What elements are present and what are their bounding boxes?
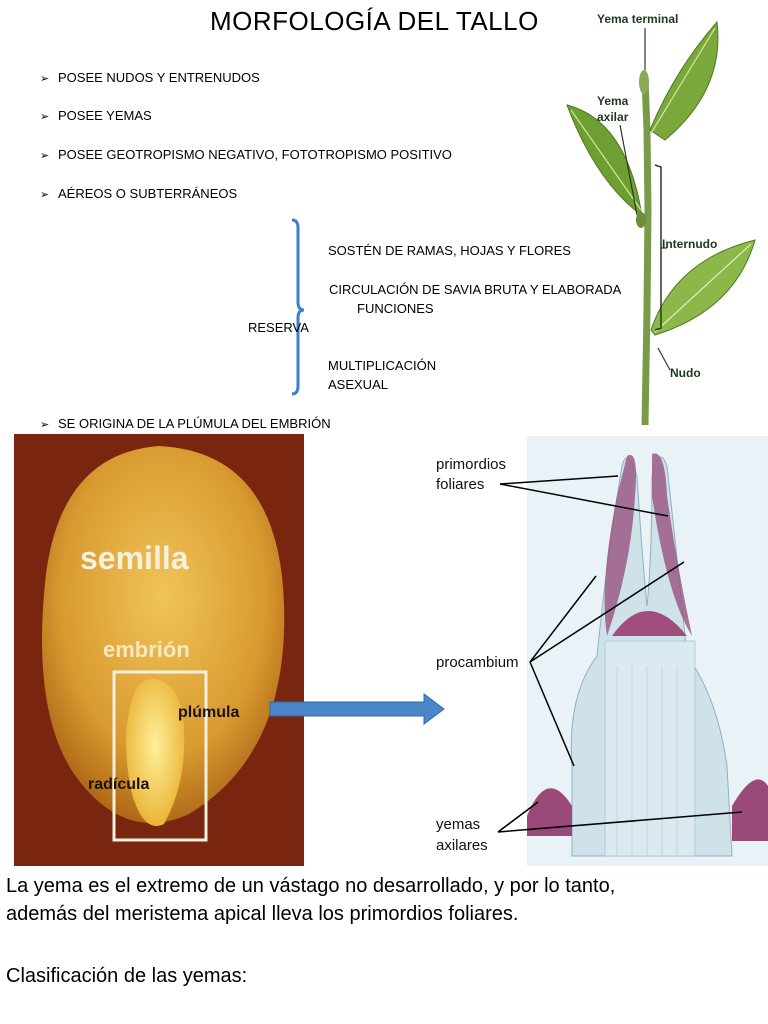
arrow-bullet-icon: ➢ bbox=[40, 150, 50, 162]
histology-pointers bbox=[497, 475, 743, 833]
paragraph-line: La yema es el extremo de un vástago no d… bbox=[6, 875, 616, 897]
bullet-item: ➢AÉREOS O SUBTERRÁNEOS bbox=[40, 186, 238, 201]
paragraph-line: además del meristema apical lleva los pr… bbox=[6, 903, 519, 925]
page-title: MORFOLOGÍA DEL TALLO bbox=[210, 6, 539, 36]
function-item: RESERVA bbox=[248, 320, 309, 335]
label-axilares: axilares bbox=[436, 837, 488, 854]
label-radicula: radícula bbox=[88, 776, 150, 793]
bracket-icon bbox=[291, 218, 305, 396]
label-procambium: procambium bbox=[436, 654, 519, 671]
label-nudo: Nudo bbox=[670, 366, 701, 380]
label-internudo: Internudo bbox=[662, 237, 718, 251]
label-yema-terminal: Yema terminal bbox=[597, 12, 679, 26]
section-heading: Clasificación de las yemas: bbox=[6, 965, 248, 987]
right-arrow-icon bbox=[269, 693, 445, 725]
functions-label: FUNCIONES bbox=[357, 301, 434, 316]
bullet-item: ➢SE ORIGINA DE LA PLÚMULA DEL EMBRIÓN bbox=[40, 416, 331, 431]
label-yema-axilar: axilar bbox=[597, 110, 629, 124]
function-item: ASEXUAL bbox=[328, 377, 388, 392]
label-embrion: embrión bbox=[103, 637, 190, 662]
arrow-bullet-icon: ➢ bbox=[40, 189, 50, 201]
arrow-bullet-icon: ➢ bbox=[40, 419, 50, 431]
arrow-bullet-icon: ➢ bbox=[40, 73, 50, 85]
arrow-bullet-icon: ➢ bbox=[40, 111, 50, 123]
label-yemas: yemas bbox=[436, 816, 481, 833]
label-semilla: semilla bbox=[80, 540, 189, 576]
label-plumula: plúmula bbox=[178, 704, 240, 721]
bullet-item: ➢POSEE GEOTROPISMO NEGATIVO, FOTOTROPISM… bbox=[40, 147, 452, 162]
function-item: CIRCULACIÓN DE SAVIA BRUTA Y ELABORADA bbox=[329, 282, 622, 297]
label-foliares: foliares bbox=[436, 476, 485, 493]
function-item: MULTIPLICACIÓN bbox=[328, 358, 437, 373]
seed-photo bbox=[14, 434, 304, 866]
plant-illustration bbox=[566, 20, 756, 425]
bullet-item: ➢POSEE NUDOS Y ENTRENUDOS bbox=[40, 70, 260, 85]
label-primordios: primordios bbox=[436, 456, 507, 473]
histology-image bbox=[527, 436, 768, 866]
bullet-item: ➢POSEE YEMAS bbox=[40, 108, 152, 123]
label-yema-axilar: Yema bbox=[597, 94, 629, 108]
function-item: SOSTÉN DE RAMAS, HOJAS Y FLORES bbox=[328, 243, 571, 258]
